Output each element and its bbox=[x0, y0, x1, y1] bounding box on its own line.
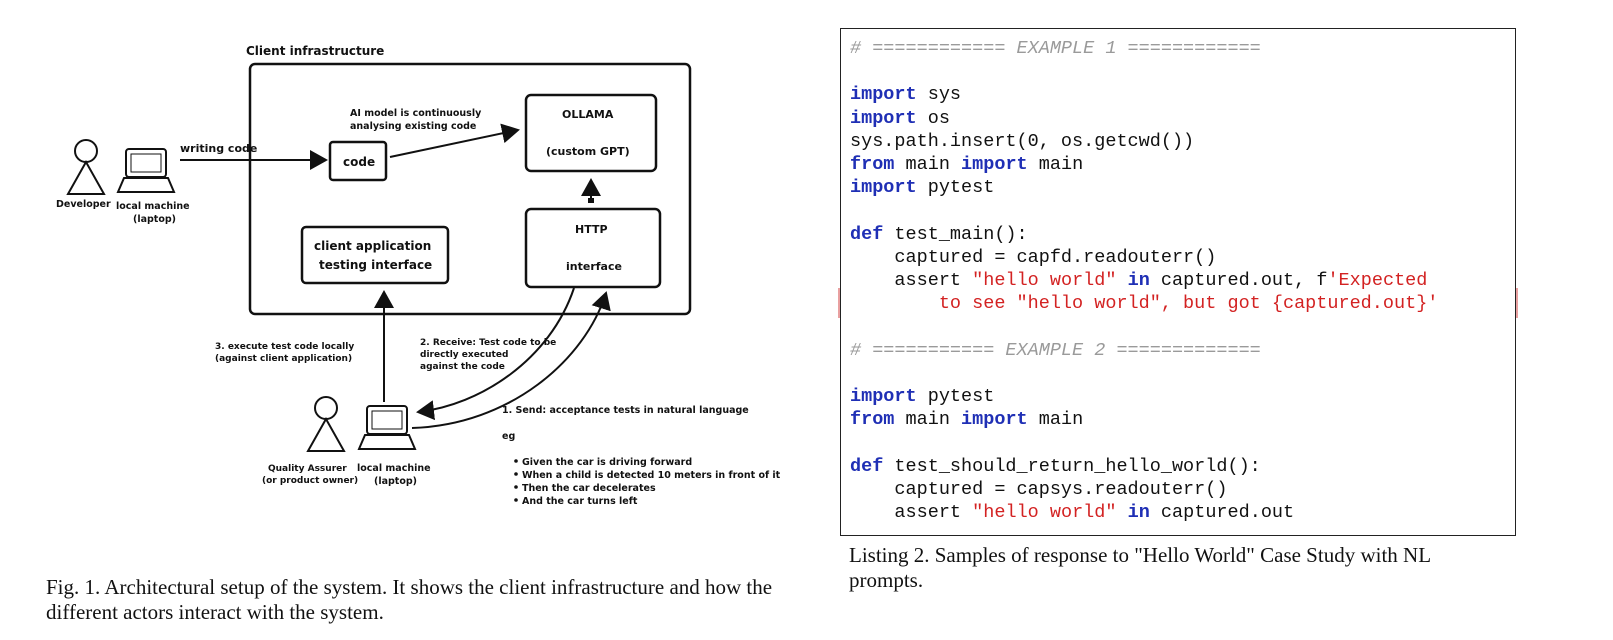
code-string: to see "hello world", but got {captured.… bbox=[850, 293, 1439, 315]
developer-figure bbox=[66, 139, 106, 195]
http-label: HTTP bbox=[575, 223, 608, 236]
code-keyword: def bbox=[850, 455, 884, 477]
code-text: assert bbox=[894, 502, 962, 524]
ai-note: AI model is continuously bbox=[350, 108, 482, 119]
client-infrastructure-box bbox=[248, 62, 692, 316]
code-box-label: code bbox=[343, 155, 375, 169]
code-keyword: import bbox=[850, 107, 917, 129]
code-text: assert bbox=[894, 270, 962, 292]
acceptance-test-bullets: Given the car is driving forward When a … bbox=[514, 457, 781, 507]
ollama-label: OLLAMA bbox=[562, 108, 614, 121]
architecture-diagram: Client infrastructure Developer local ma… bbox=[56, 44, 781, 507]
dev-machine-label-2: (laptop) bbox=[133, 214, 176, 225]
code-text: sys bbox=[916, 84, 962, 106]
code-box bbox=[328, 140, 388, 182]
client-infrastructure-label: Client infrastructure bbox=[246, 44, 384, 58]
dev-machine-label: local machine bbox=[116, 201, 190, 212]
step3-label-2: (against client application) bbox=[215, 354, 352, 364]
developer-label: Developer bbox=[56, 199, 111, 210]
code-keyword: import bbox=[961, 409, 1028, 431]
bullet-item: Given the car is driving forward bbox=[522, 457, 692, 468]
qa-label-2: (or product owner) bbox=[262, 476, 358, 486]
code-text: main bbox=[1027, 154, 1084, 176]
code-keyword: import bbox=[961, 154, 1028, 176]
ollama-box bbox=[524, 93, 658, 173]
listing-caption: Listing 2. Samples of response to "Hello… bbox=[849, 543, 1431, 592]
step3-label: 3. execute test code locally bbox=[215, 342, 354, 352]
code-keyword: import bbox=[850, 386, 917, 408]
code-keyword: from bbox=[850, 154, 895, 176]
code-comment: # ============ EXAMPLE 1 ============ bbox=[850, 38, 1261, 59]
qa-machine-label: local machine bbox=[357, 463, 431, 474]
code-keyword: import bbox=[850, 84, 917, 106]
send-acceptance-tests-arrow bbox=[411, 291, 611, 429]
ollama-sub-label: (custom GPT) bbox=[546, 145, 630, 158]
code-text: os bbox=[916, 107, 950, 129]
step2-label-2: directly executed bbox=[420, 350, 508, 360]
writing-code-label: writing code bbox=[180, 142, 257, 155]
code-text: test_main(): bbox=[883, 223, 1028, 245]
code-text: main bbox=[894, 154, 962, 176]
arrow-base bbox=[588, 198, 594, 203]
code-string: "hello world" bbox=[972, 502, 1117, 524]
code-text: captured = capsys.readouterr() bbox=[850, 478, 1228, 500]
bullet-item: Then the car decelerates bbox=[522, 483, 656, 494]
qa-laptop-icon bbox=[357, 405, 417, 450]
code-indent bbox=[850, 270, 894, 291]
client-app-label: client application bbox=[314, 239, 431, 253]
code-keyword: from bbox=[850, 409, 895, 431]
code-keyword: def bbox=[850, 223, 884, 245]
step1-label: 1. Send: acceptance tests in natural lan… bbox=[502, 405, 749, 416]
receive-test-code-arrow bbox=[416, 287, 575, 421]
http-interface-box bbox=[524, 207, 662, 289]
qa-machine-label-2: (laptop) bbox=[374, 476, 417, 487]
code-keyword: in bbox=[1127, 502, 1150, 524]
bullet-item: When a child is detected 10 meters in fr… bbox=[522, 470, 781, 481]
code-text: pytest bbox=[916, 177, 995, 199]
code-text: main bbox=[894, 409, 962, 431]
step2-label: 2. Receive: Test code to be bbox=[420, 338, 556, 348]
step2-label-3: against the code bbox=[420, 362, 505, 372]
code-text: captured.out bbox=[1149, 502, 1295, 524]
code-text: captured.out, f bbox=[1149, 270, 1328, 292]
figure-caption: Fig. 1. Architectural setup of the syste… bbox=[46, 575, 773, 624]
client-app-box bbox=[300, 225, 450, 285]
bullet-item: And the car turns left bbox=[522, 496, 638, 507]
code-string: 'Expected bbox=[1327, 270, 1428, 292]
qa-label: Quality Assurer bbox=[268, 464, 347, 474]
code-text: pytest bbox=[916, 386, 995, 408]
code-text: main bbox=[1027, 409, 1084, 431]
code-block: # ============ EXAMPLE 1 ============ im… bbox=[841, 29, 1515, 524]
code-text: sys.path.insert(0, os.getcwd()) bbox=[850, 130, 1195, 152]
code-indent bbox=[850, 502, 894, 523]
analysis-arrow bbox=[389, 123, 520, 158]
code-keyword: in bbox=[1127, 270, 1150, 292]
http-sub-label: interface bbox=[566, 260, 622, 273]
client-app-label-2: testing interface bbox=[319, 258, 432, 272]
ai-note-2: analysing existing code bbox=[350, 121, 476, 132]
code-text: captured = capfd.readouterr() bbox=[850, 246, 1217, 268]
eg-label: eg bbox=[502, 431, 515, 442]
developer-laptop-icon bbox=[116, 148, 176, 193]
code-text: test_should_return_hello_world(): bbox=[883, 455, 1261, 477]
code-listing: # ============ EXAMPLE 1 ============ im… bbox=[840, 28, 1516, 536]
code-keyword: import bbox=[850, 177, 917, 199]
code-string: "hello world" bbox=[972, 270, 1117, 292]
quality-assurer-figure bbox=[306, 396, 346, 452]
code-comment: # =========== EXAMPLE 2 ============= bbox=[850, 339, 1261, 361]
